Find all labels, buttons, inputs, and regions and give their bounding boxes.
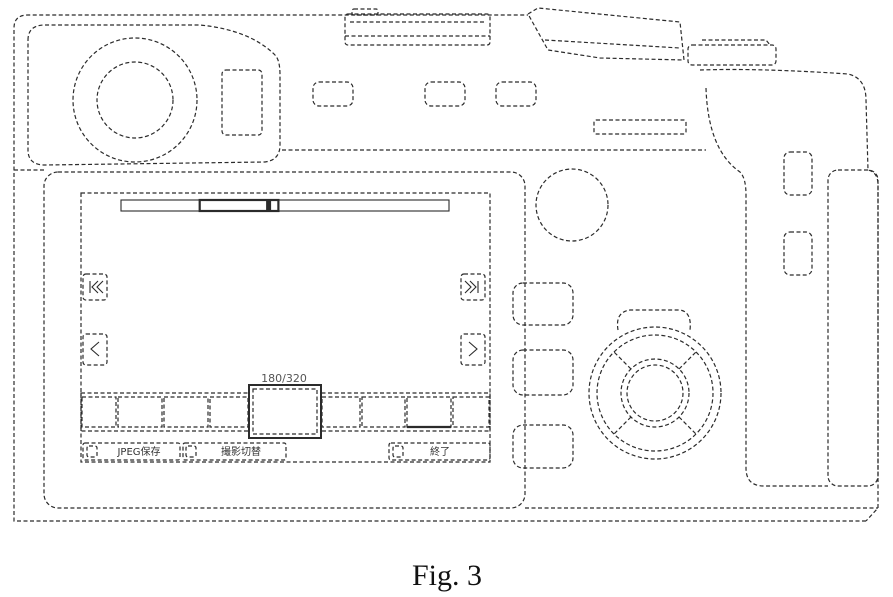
eyecup-outer — [73, 38, 197, 162]
film-frame[interactable] — [82, 397, 116, 427]
lcd-side-button-3 — [513, 425, 573, 468]
chevron-right-icon — [469, 342, 477, 356]
film-strip — [81, 385, 490, 438]
grip-outline — [700, 70, 878, 522]
diopter-dial — [222, 70, 262, 135]
square-icon — [186, 446, 196, 457]
lcd-side-button-2 — [513, 350, 573, 395]
switch-label: 撮影切替 — [221, 445, 261, 458]
skip-last-frame — [461, 274, 485, 300]
scrollbar-track — [121, 200, 449, 211]
film-frame[interactable] — [164, 397, 208, 427]
flash-inner-line — [545, 40, 680, 48]
dpad-outer-ring — [589, 327, 721, 459]
dpad-inner-edge — [621, 359, 689, 427]
chevron-left-icon — [91, 342, 99, 356]
prev-frame — [83, 334, 107, 365]
skip-last-button[interactable] — [461, 274, 485, 300]
camera-body — [14, 15, 878, 521]
skip-first-button[interactable] — [83, 274, 107, 300]
dpad-separators — [614, 352, 696, 434]
directional-pad — [589, 310, 721, 459]
exit-label: 終了 — [430, 445, 450, 458]
viewfinder-module — [28, 25, 280, 165]
scrollbar-thumb[interactable] — [266, 200, 271, 211]
skip-first-icon — [90, 281, 103, 293]
top-button-2 — [425, 82, 465, 106]
hot-shoe-body — [345, 14, 490, 45]
exit-button[interactable]: 終了 — [389, 443, 490, 460]
side-panel — [828, 170, 878, 486]
square-icon — [87, 446, 97, 457]
prev-button[interactable] — [83, 334, 107, 365]
skip-last-icon — [465, 281, 478, 293]
flash-housing — [528, 8, 684, 60]
command-dial — [688, 40, 776, 65]
film-frame[interactable] — [362, 397, 405, 427]
top-button-3 — [496, 82, 536, 106]
jpeg-save-button[interactable]: JPEG保存 — [83, 443, 180, 460]
lcd-frame — [44, 172, 525, 508]
film-frame[interactable] — [210, 397, 248, 427]
film-frame[interactable] — [407, 397, 451, 427]
dial-body — [688, 45, 776, 65]
hot-shoe-rail — [345, 22, 490, 36]
side-button-upper — [784, 152, 812, 195]
figure-caption: Fig. 3 — [412, 559, 482, 592]
switch-button[interactable]: 撮影切替 — [183, 443, 286, 460]
side-button-lower — [784, 232, 812, 275]
thumb-rest — [706, 88, 828, 486]
film-frame-selected[interactable] — [249, 385, 321, 438]
square-icon — [393, 446, 403, 457]
film-frame[interactable] — [118, 397, 162, 427]
next-button[interactable] — [461, 334, 485, 365]
round-button — [536, 169, 608, 241]
eyecup-inner — [97, 62, 173, 138]
top-buttons — [313, 82, 686, 134]
image-counter: 180/320 — [261, 372, 307, 385]
top-button-1 — [313, 82, 353, 106]
lcd-screen: 180/320 JPEG保存 撮影切替 — [81, 193, 490, 462]
viewfinder-housing — [28, 25, 280, 165]
body-outline — [14, 15, 866, 521]
lcd-side-button-1 — [513, 283, 573, 325]
film-frame[interactable] — [322, 397, 360, 427]
dial-ridge — [702, 40, 770, 45]
skip-first-frame — [83, 274, 107, 300]
dpad-center-button — [627, 365, 683, 421]
jpeg-save-label: JPEG保存 — [116, 445, 160, 458]
scrollbar[interactable] — [121, 200, 449, 211]
flash-outline — [528, 8, 684, 60]
next-frame — [461, 334, 485, 365]
slot — [594, 120, 686, 134]
film-frame[interactable] — [453, 397, 489, 427]
